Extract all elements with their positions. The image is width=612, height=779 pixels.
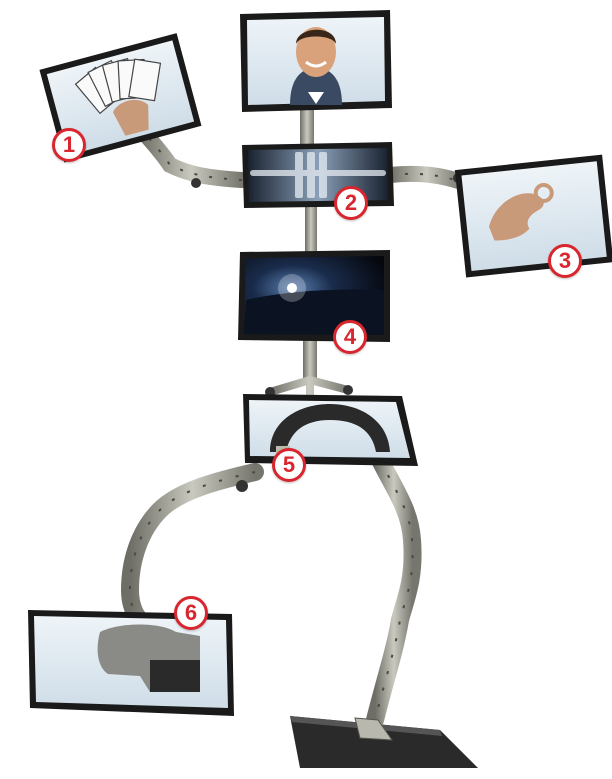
badge-monitor-5: 5 bbox=[272, 448, 306, 482]
badge-monitor-2: 2 bbox=[334, 186, 368, 220]
monitor-6 bbox=[28, 610, 234, 716]
right-arm bbox=[390, 173, 463, 183]
badge-monitor-4: 4 bbox=[333, 320, 367, 354]
badge-monitor-6: 6 bbox=[174, 596, 208, 630]
base-plate bbox=[290, 716, 478, 768]
monitor-5 bbox=[243, 394, 418, 466]
badge-monitor-3: 3 bbox=[548, 244, 582, 278]
monitor-3 bbox=[455, 155, 612, 278]
monitor-4 bbox=[238, 250, 390, 342]
badge-monitor-1: 1 bbox=[52, 128, 86, 162]
right-leg-arm bbox=[355, 460, 413, 740]
monitor-2 bbox=[242, 142, 394, 208]
monitor-head bbox=[240, 10, 392, 112]
